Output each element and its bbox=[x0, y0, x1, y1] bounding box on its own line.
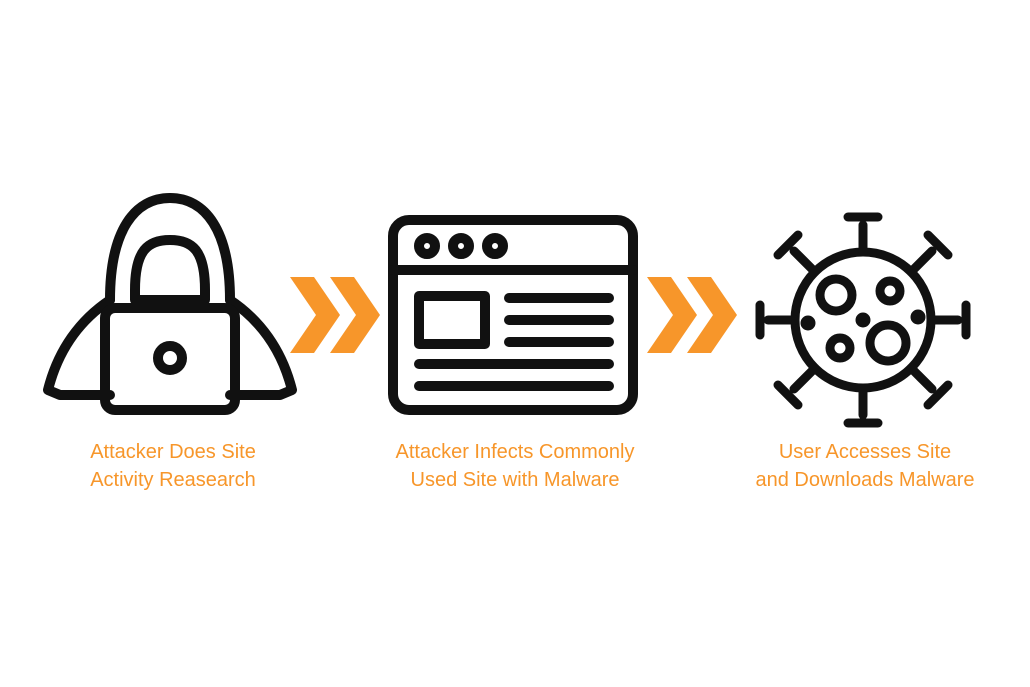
double-chevron-right-icon bbox=[645, 275, 745, 355]
step-2-label: Attacker Infects Commonly Used Site with… bbox=[360, 438, 670, 494]
step-2-label-line-1: Attacker Infects Commonly bbox=[395, 441, 635, 463]
double-chevron-right-icon bbox=[288, 275, 388, 355]
step-3-label-line-2: and Downloads Malware bbox=[755, 469, 975, 491]
browser-window-icon bbox=[385, 212, 645, 422]
virus-icon bbox=[748, 205, 978, 435]
step-3-label: User Accesses Site and Downloads Malware bbox=[725, 438, 1005, 494]
step-2-label-line-2: Used Site with Malware bbox=[410, 469, 620, 491]
step-1-label-line-1: Attacker Does Site bbox=[90, 441, 256, 463]
hacker-laptop-icon bbox=[40, 190, 300, 420]
step-1-label: Attacker Does Site Activity Reasearch bbox=[58, 438, 288, 494]
step-1-label-line-2: Activity Reasearch bbox=[90, 469, 256, 491]
step-3-label-line-1: User Accesses Site bbox=[778, 441, 952, 463]
